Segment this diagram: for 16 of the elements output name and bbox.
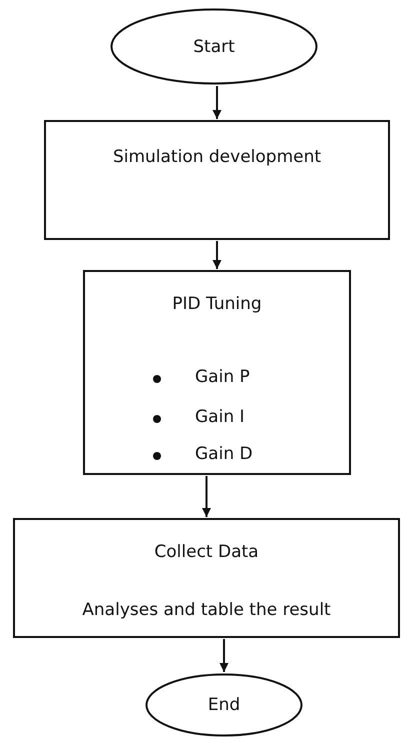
process-box	[13, 518, 400, 638]
arrow	[202, 476, 211, 517]
arrow	[220, 639, 228, 672]
process-box	[83, 270, 351, 475]
node-label: Collect Data	[153, 542, 260, 562]
arrow	[212, 241, 222, 269]
node-label: Analyses and table the result	[81, 600, 332, 620]
node-label: Start	[193, 36, 235, 56]
node-label: Simulation development	[112, 147, 322, 167]
process-box	[44, 120, 390, 240]
list-item: Gain P	[195, 367, 250, 387]
node-label: End	[208, 695, 240, 715]
arrow	[212, 86, 222, 119]
node-label: PID Tuning	[171, 294, 263, 314]
list-item: Gain D	[195, 444, 253, 464]
list-item: Gain I	[195, 407, 245, 427]
